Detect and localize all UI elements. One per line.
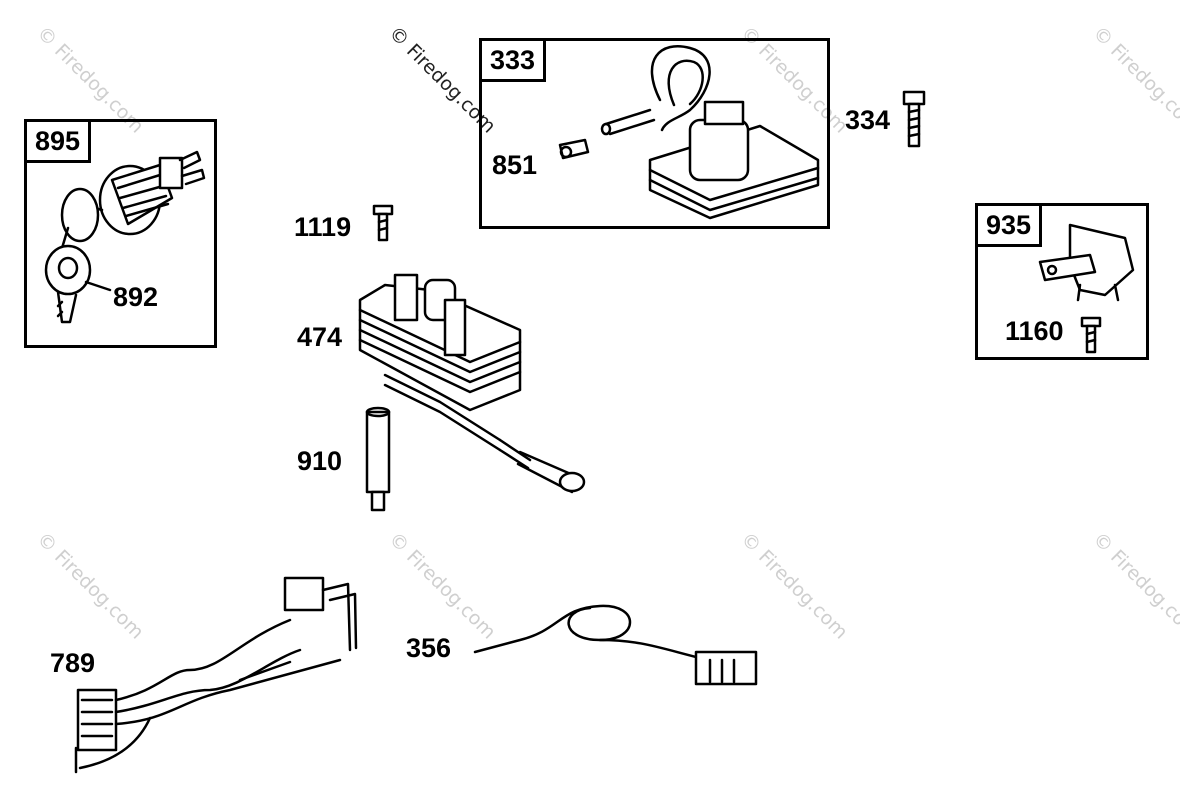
part-number-789: 789 xyxy=(50,648,96,678)
wiring-harness-drawing xyxy=(74,576,358,774)
part-box-895: 895 xyxy=(24,119,217,348)
part-number-1119: 1119 xyxy=(294,212,352,242)
screw-1119-drawing xyxy=(372,204,394,242)
part-box-935: 935 xyxy=(975,203,1149,360)
part-number-935: 935 xyxy=(975,203,1043,247)
wire-356-drawing xyxy=(473,604,758,686)
part-number-474: 474 xyxy=(297,322,343,352)
part-number-851: 851 xyxy=(492,150,538,180)
part-number-356: 356 xyxy=(406,633,452,663)
part-number-895: 895 xyxy=(24,119,92,163)
part-number-892: 892 xyxy=(113,282,159,312)
armature-drawing xyxy=(358,273,586,494)
switch-935-drawing xyxy=(1038,223,1135,302)
bolt-334-drawing xyxy=(902,90,926,148)
part-number-334: 334 xyxy=(845,105,891,135)
screw-1160-drawing xyxy=(1080,316,1102,354)
part-box-333: 333 xyxy=(479,38,830,229)
key-drawing xyxy=(44,244,112,324)
part-number-910: 910 xyxy=(297,446,343,476)
part-number-333: 333 xyxy=(479,38,547,82)
ignition-coil-drawing xyxy=(558,45,820,220)
spacer-910-drawing xyxy=(365,406,391,512)
ignition-switch-drawing xyxy=(58,150,206,257)
part-number-1160: 1160 xyxy=(1005,316,1064,346)
